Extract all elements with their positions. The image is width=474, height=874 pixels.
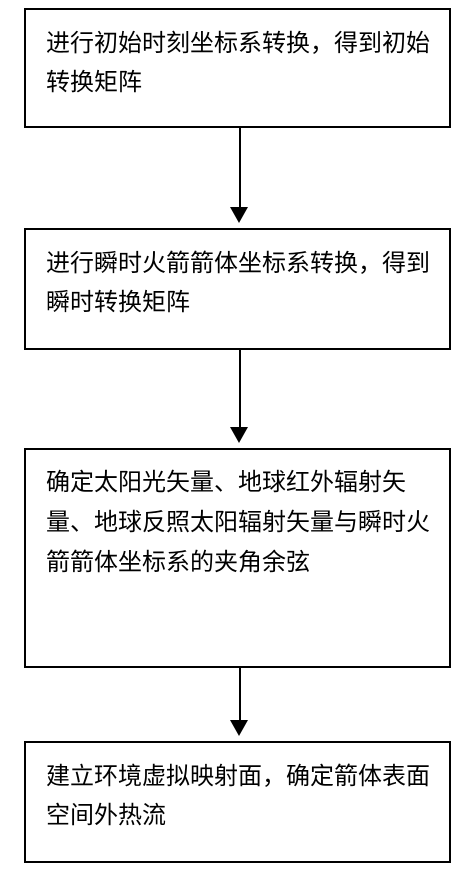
arrow-2-to-3 [230, 350, 250, 443]
arrow-head-icon [230, 427, 248, 443]
step-4-box: 建立环境虚拟映射面，确定箭体表面空间外热流 [24, 741, 451, 863]
arrow-head-icon [230, 720, 248, 736]
step-1-text: 进行初始时刻坐标系转换，得到初始转换矩阵 [46, 29, 430, 96]
arrow-3-to-4 [230, 668, 250, 736]
step-2-box: 进行瞬时火箭箭体坐标系转换，得到瞬时转换矩阵 [24, 228, 451, 350]
step-2-text: 进行瞬时火箭箭体坐标系转换，得到瞬时转换矩阵 [46, 249, 430, 316]
arrow-head-icon [230, 207, 248, 223]
step-3-box: 确定太阳光矢量、地球红外辐射矢量、地球反照太阳辐射矢量与瞬时火箭箭体坐标系的夹角… [24, 448, 451, 668]
step-4-text: 建立环境虚拟映射面，确定箭体表面空间外热流 [46, 762, 430, 829]
step-1-box: 进行初始时刻坐标系转换，得到初始转换矩阵 [24, 8, 451, 128]
step-3-text: 确定太阳光矢量、地球红外辐射矢量、地球反照太阳辐射矢量与瞬时火箭箭体坐标系的夹角… [46, 468, 430, 576]
arrow-1-to-2 [230, 128, 250, 223]
